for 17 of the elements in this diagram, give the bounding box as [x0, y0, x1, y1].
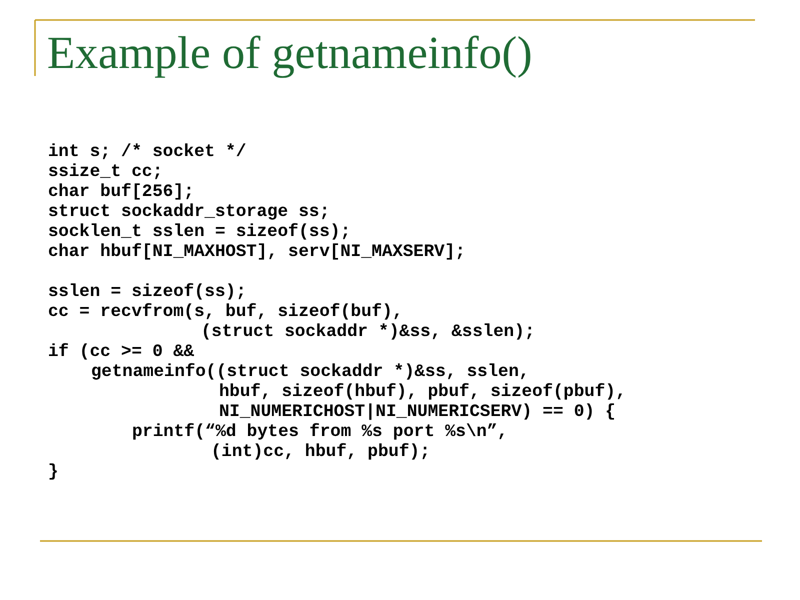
code-line: socklen_t sslen = sizeof(ss); — [48, 223, 351, 243]
code-line: char buf[256]; — [48, 183, 194, 203]
code-line: sslen = sizeof(ss); — [48, 283, 246, 303]
code-line: char hbuf[NI_MAXHOST], serv[NI_MAXSERV]; — [48, 243, 466, 263]
code-line: ssize_t cc; — [48, 163, 163, 183]
code-line: cc = recvfrom(s, buf, sizeof(buf), — [48, 303, 403, 323]
code-line: NI_NUMERICHOST|NI_NUMERICSERV) == 0) { — [219, 403, 616, 423]
code-line: struct sockaddr_storage ss; — [48, 203, 330, 223]
code-line: (struct sockaddr *)&ss, &sslen); — [201, 323, 535, 343]
code-line: } — [48, 463, 58, 483]
code-line: if (cc >= 0 && — [48, 343, 194, 363]
code-line: (int)cc, hbuf, pbuf); — [211, 443, 430, 463]
slide-title: Example of getnameinfo() — [47, 26, 532, 79]
code-line: printf(“%d bytes from %s port %s\n”, — [132, 423, 508, 443]
code-line: getnameinfo((struct sockaddr *)&ss, sslen, — [91, 363, 530, 383]
code-line: int s; /* socket */ — [48, 143, 246, 163]
code-line: hbuf, sizeof(hbuf), pbuf, sizeof(pbuf), — [219, 383, 626, 403]
